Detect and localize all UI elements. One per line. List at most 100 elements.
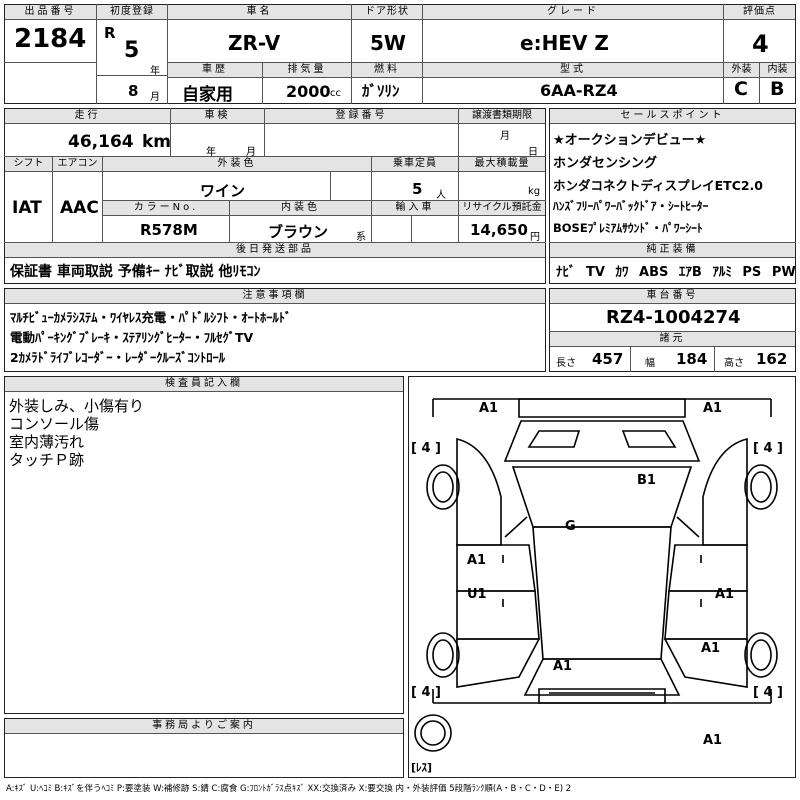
notes-label: 注意事項欄	[5, 289, 545, 304]
length: 457	[592, 350, 624, 368]
model-code: 6AA-RZ4	[540, 81, 618, 100]
notes-line: 電動ﾊﾟｰｷﾝｸﾞﾌﾞﾚｰｷ・ｽﾃｱﾘﾝｸﾞﾋｰﾀｰ・ﾌﾙｾｸﾞTV	[10, 330, 254, 345]
width-label: 幅	[645, 358, 655, 369]
equipment-item: ｶﾜ	[615, 265, 629, 280]
reg-era: R	[104, 24, 116, 42]
sales-points-label: セールスポイント	[550, 109, 795, 124]
car-diagram-svg	[414, 398, 778, 752]
lot-label: 出品番号	[5, 5, 96, 20]
right-front-door-shape	[668, 544, 748, 592]
damage-mark: A1	[467, 553, 487, 568]
color-no-label: カラーNo.	[103, 201, 229, 216]
equipment-item: ﾅﾋﾞ	[556, 265, 576, 280]
int-color: ブラウン	[268, 223, 329, 241]
width: 184	[676, 350, 708, 368]
displacement-label: 排気量	[263, 63, 351, 78]
notes-line: 2ｶﾒﾗﾄﾞﾗｲﾌﾞﾚｺｰﾀﾞｰ・ﾚｰﾀﾞｰｸﾙｰｽﾞｺﾝﾄﾛｰﾙ	[10, 350, 225, 365]
damage-mark: A1	[701, 641, 721, 656]
damage-mark: A1	[703, 733, 723, 748]
ext-grade: C	[734, 78, 748, 100]
damage-mark: B1	[637, 473, 656, 488]
displacement: 2000	[286, 82, 331, 101]
model-label: 型式	[423, 63, 723, 78]
header-section	[4, 4, 796, 104]
transfer-day-unit: 日	[528, 147, 538, 158]
car-name: ZR-V	[228, 31, 281, 55]
score-label: 評価点	[724, 5, 795, 20]
mileage: 46,164	[68, 132, 134, 152]
recycle-unit: 円	[530, 232, 540, 243]
later-parts: 保証書 車両取説 予備ｷｰ ﾅﾋﾞ取説 他ﾘﾓｺﾝ	[10, 264, 261, 280]
capacity: 5	[412, 180, 423, 198]
height-label: 高さ	[724, 358, 744, 369]
grade-label: グレード	[423, 5, 723, 20]
reg-month: 8	[128, 82, 139, 100]
tire-tread-label: [ 4 ]	[753, 685, 783, 700]
import-label: 輸入車	[372, 201, 458, 216]
tire-tread-label: [ 4 ]	[753, 441, 783, 456]
inspector-section	[4, 376, 404, 714]
rear-quarter-shape	[663, 638, 748, 688]
damage-mark: A1	[553, 659, 573, 674]
office-label: 事務局よりご案内	[5, 719, 403, 734]
damage-mark: G	[565, 519, 576, 534]
color-no: R578M	[140, 221, 198, 239]
reg-year-unit: 年	[150, 66, 160, 77]
equipment-item: TV	[586, 265, 605, 280]
inspection-label: 車検	[171, 109, 264, 124]
ext-color-label: 外装色	[103, 157, 371, 172]
int-grade: B	[770, 78, 785, 100]
height: 162	[756, 350, 788, 368]
sales-point-line: BOSEﾌﾟﾚﾐｱﾑｻｳﾝﾄﾞ・ﾊﾟﾜｰｼｰﾄ	[553, 221, 703, 235]
history: 自家用	[182, 85, 233, 105]
door-label: ドア形状	[352, 5, 422, 20]
tire-tread-label: [ 4 ]	[411, 441, 441, 456]
equipment-item: PW	[771, 265, 796, 280]
dims-label: 諸元	[550, 332, 795, 347]
capacity-unit: 人	[436, 190, 446, 201]
roof-shape	[532, 526, 672, 660]
inspector-line: タッチＰ跡	[9, 451, 85, 469]
int-color-unit: 系	[356, 232, 366, 243]
reg-year: 5	[124, 38, 140, 63]
plate-label: 登録番号	[265, 109, 458, 124]
int-grade-label: 内装	[760, 63, 795, 78]
equipment-item: ABS	[639, 265, 669, 280]
equipment-item: PS	[742, 265, 762, 280]
front-fender-shape	[456, 437, 502, 546]
mileage-unit: km	[142, 132, 172, 152]
front-fender-shape	[702, 437, 748, 546]
score: 4	[752, 30, 769, 58]
tire-front-right-shape	[744, 464, 778, 510]
ext-color: ワイン	[200, 182, 246, 200]
shift: IAT	[12, 198, 42, 218]
chassis-number: RZ4-1004274	[606, 307, 741, 328]
recycle-fee: 14,650	[470, 221, 528, 239]
inspection-month-unit: 月	[246, 147, 256, 158]
sales-point-line: ﾊﾝｽﾞﾌﾘｰﾊﾟﾜｰﾊﾞｯｸﾄﾞｱ・ｼｰﾄﾋｰﾀｰ	[553, 199, 709, 213]
door-type: 5W	[370, 31, 406, 55]
rear-bumper-shape	[538, 688, 666, 704]
grade: e:HEV Z	[520, 31, 609, 55]
ac-label: エアコン	[53, 157, 102, 172]
capacity-label: 乗車定員	[372, 157, 458, 172]
rear-glass-shape	[523, 658, 681, 696]
lot-number: 2184	[14, 24, 87, 54]
inspector-line: 室内薄汚れ	[9, 433, 85, 451]
damage-mark: A1	[703, 401, 723, 416]
spare-tire-shape	[414, 714, 452, 752]
damage-mark: A1	[715, 587, 735, 602]
tire-tread-label: [ 4 ]	[411, 685, 441, 700]
inspector-line: コンソール傷	[9, 415, 100, 433]
notes-line: ﾏﾙﾁﾋﾞｭｰｶﾒﾗｼｽﾃﾑ・ﾜｲﾔﾚｽ充電・ﾊﾟﾄﾞﾙｼﾌﾄ・ｵｰﾄﾎｰﾙﾄﾞ	[10, 310, 292, 325]
hood-shape	[503, 420, 701, 462]
damage-mark: U1	[467, 587, 487, 602]
tire-rear-right-shape	[744, 632, 778, 678]
left-front-door-shape	[456, 544, 536, 592]
displacement-unit: cc	[330, 88, 341, 99]
later-parts-label: 後日発送部品	[5, 243, 545, 258]
sales-point-line: ★オークションデビュー★	[553, 133, 707, 148]
equipment-list: ﾅﾋﾞ TV ｶﾜ ABS ｴｱB ｱﾙﾐ PS PW	[556, 261, 796, 280]
equipment-item: ｴｱB	[678, 265, 702, 280]
mileage-label: 走行	[5, 109, 170, 124]
